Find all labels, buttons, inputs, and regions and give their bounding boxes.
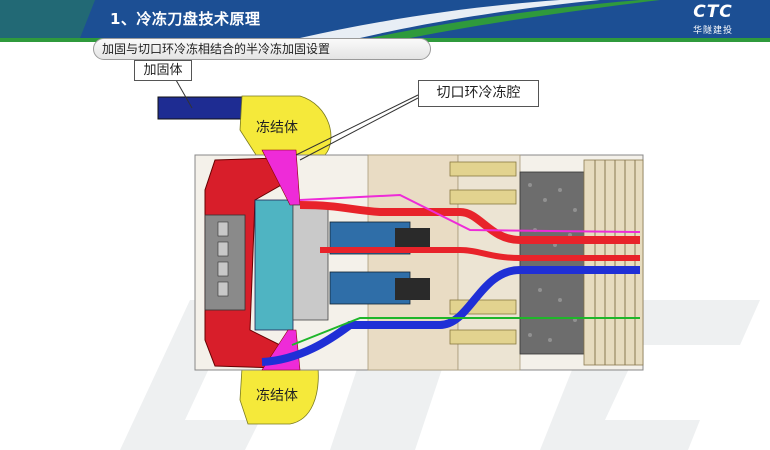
- label-frozen-body-bottom: 冻结体: [256, 388, 298, 404]
- red-pipe-upper: [299, 201, 640, 244]
- reinforcement-leader: [175, 79, 193, 109]
- reinforcement-body: [157, 96, 249, 120]
- ctc-logo: CTC 华隧建投: [670, 2, 756, 36]
- motor-top: [395, 228, 430, 250]
- segment-block: [519, 171, 585, 355]
- logo-subtext: 华隧建投: [692, 26, 733, 36]
- logo-text: CTC: [693, 2, 733, 22]
- blue-pipe-lower: [261, 266, 640, 366]
- thrust-jacks: [449, 161, 517, 345]
- tail-shell: [583, 159, 644, 366]
- label-cutting-ring-chamber: 切口环冷冻腔: [418, 80, 539, 107]
- rear-section: [367, 154, 459, 371]
- label-frozen-body-top: 冻结体: [256, 120, 298, 136]
- chamber-leader-1: [295, 94, 419, 156]
- red-pipe-lower: [320, 247, 640, 261]
- tail-lines: [594, 160, 636, 365]
- cutter-teeth: [217, 221, 229, 297]
- page-title: 1、冷冻刀盘技术原理: [110, 10, 261, 28]
- frozen-body-bottom: [239, 367, 319, 425]
- chamber-leader-2: [299, 97, 419, 161]
- header-swoosh: [0, 0, 660, 38]
- subtitle-box: 加固与切口环冷冻相结合的半冷冻加固设置: [93, 38, 431, 60]
- header-bar: 1、冷冻刀盘技术原理 CTC 华隧建投: [0, 0, 770, 38]
- motor-bottom: [395, 278, 430, 300]
- green-line: [291, 317, 640, 346]
- bulkhead: [254, 199, 294, 331]
- magenta-line: [299, 193, 641, 233]
- main-bearing: [292, 204, 329, 321]
- label-reinforcement-body: 加固体: [134, 60, 192, 81]
